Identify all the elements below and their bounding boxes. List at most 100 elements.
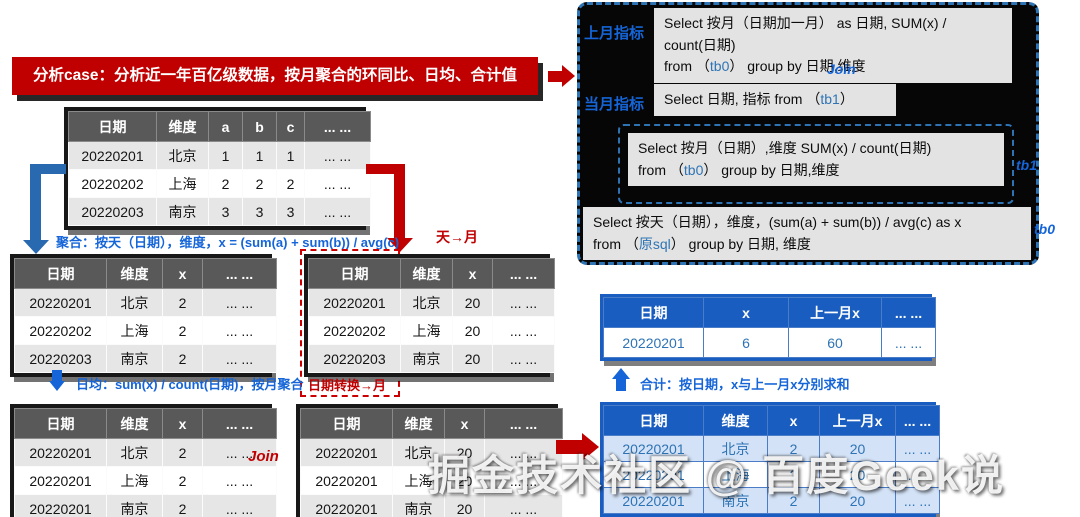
- join-label-top: Join: [827, 61, 856, 77]
- column-header: x: [162, 408, 203, 439]
- column-header: ... ...: [202, 408, 277, 439]
- table-cell: 北京: [106, 288, 163, 317]
- arrow-raw-to-monthly-v: [394, 164, 405, 240]
- sql-text: Select 日期, 指标 from （: [664, 91, 821, 107]
- table-cell: 20: [819, 435, 896, 462]
- sql-box-prev-month: Select 按月（日期加一月） as 日期, SUM(x) / count(日…: [654, 8, 1012, 84]
- column-header: ... ...: [484, 408, 563, 439]
- sql-box-current-month: Select 日期, 指标 from （tb1）: [654, 84, 896, 116]
- table-cell: ... ...: [202, 288, 277, 317]
- arrow-down-stem: [52, 370, 62, 382]
- table-cell: ... ...: [492, 288, 555, 317]
- column-header: x: [162, 258, 203, 289]
- table-cell: 20220201: [603, 327, 704, 358]
- column-header: 上一月x: [788, 297, 882, 328]
- table-cell: ... ...: [492, 344, 555, 373]
- arrow-up-stem: [616, 378, 626, 391]
- column-header: x: [444, 408, 485, 439]
- sql-text: ） group by 日期,维度: [703, 161, 840, 178]
- column-header: 日期: [68, 111, 157, 142]
- table-cell: ... ...: [202, 344, 277, 373]
- column-header: x: [767, 405, 820, 436]
- table-cell: 2: [208, 169, 243, 198]
- table-cell: 20220201: [14, 288, 107, 317]
- table-ref-tb0: tb0: [709, 58, 730, 75]
- table-cell: 20: [444, 438, 485, 467]
- column-header: x: [452, 258, 493, 289]
- table-cell: 2: [162, 316, 203, 345]
- table-cell: 上海: [400, 316, 453, 345]
- table-cell: 3: [208, 197, 243, 226]
- table-cell: 北京: [106, 438, 163, 467]
- table-cell: ... ...: [202, 316, 277, 345]
- watermark: 掘金技术社区 @ 百度Geek说: [428, 452, 1006, 499]
- table-cell: 2: [162, 438, 203, 467]
- column-header: ... ...: [492, 258, 555, 289]
- table-cell: 南京: [106, 494, 163, 517]
- table-cell: 2: [767, 487, 820, 514]
- table-cell: 北京: [400, 288, 453, 317]
- table-cell: 20220201: [14, 466, 107, 495]
- table-cell: 20: [819, 461, 896, 488]
- sql-text: ） group by 日期,维度: [729, 58, 866, 75]
- tb1-dashed-box: [618, 124, 1014, 204]
- column-header: 日期: [14, 258, 107, 289]
- annotation-date-convert: 日期转换→月: [308, 378, 387, 393]
- sql-text: ） group by 日期, 维度: [670, 235, 811, 252]
- sql-text: Select 按天（日期），维度，(sum(a) + sum(b)) / avg…: [593, 214, 962, 230]
- sql-box-tb0: Select 按天（日期），维度，(sum(a) + sum(b)) / avg…: [583, 207, 1031, 261]
- table-cell: ... ...: [202, 494, 277, 517]
- arrow-raw-to-daily-icon: [23, 240, 49, 254]
- analysis-case-banner: 分析case：分析近一年百亿级数据，按月聚合的环同比、日均、合计值: [12, 57, 538, 95]
- table-cell: ... ...: [202, 466, 277, 495]
- table-cell: 20220201: [300, 494, 393, 517]
- table-cell: 20220201: [603, 435, 704, 462]
- table-cell: 南京: [156, 197, 209, 226]
- table-cell: 20220201: [14, 494, 107, 517]
- arrow-up-icon: [612, 368, 630, 379]
- table-cell: 2: [162, 466, 203, 495]
- table-cell: ... ...: [895, 435, 940, 462]
- table-cell: 20220201: [308, 288, 401, 317]
- column-header: 日期: [308, 258, 401, 289]
- table-cell: 2: [162, 288, 203, 317]
- table-cell: 20220201: [14, 438, 107, 467]
- column-header: 上一月x: [819, 405, 896, 436]
- annotation-total: 合计：按日期，x与上一月x分别求和: [640, 377, 850, 392]
- table-cell: 3: [242, 197, 277, 226]
- table-cell: ... ...: [304, 141, 371, 170]
- column-header: 维度: [106, 408, 163, 439]
- table-cell: 南京: [703, 487, 768, 514]
- table-cell: 20220202: [14, 316, 107, 345]
- arrow-raw-to-monthly-h: [366, 164, 400, 174]
- table-cell: 1: [208, 141, 243, 170]
- table-cell: 20220203: [14, 344, 107, 373]
- annotation-day-to-month: 天→月: [436, 229, 478, 245]
- table-cell: 2: [276, 169, 305, 198]
- table-cell: 20: [444, 494, 485, 517]
- column-header: ... ...: [304, 111, 371, 142]
- table-cell: 20220201: [68, 141, 157, 170]
- arrow-banner-to-panel-icon: [562, 65, 575, 87]
- annotation-daily-average: 日均：sum(x) / count(日期)，按月聚合: [76, 377, 304, 392]
- table-cell: ... ...: [895, 461, 940, 488]
- table-cell: 1: [242, 141, 277, 170]
- table-cell: 20: [444, 466, 485, 495]
- table-cell: 1: [276, 141, 305, 170]
- table-cell: 南京: [400, 344, 453, 373]
- column-header: a: [208, 111, 243, 142]
